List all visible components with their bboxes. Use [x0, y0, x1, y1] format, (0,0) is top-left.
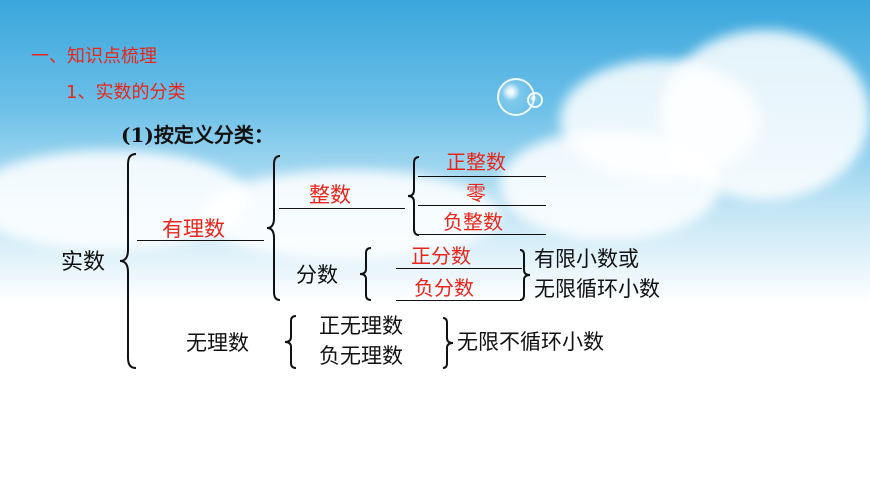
rational-label: 有理数: [162, 217, 225, 241]
real-numbers-label: 实数: [61, 250, 106, 275]
negative-integer: 负整数: [443, 210, 503, 234]
positive-irrational: 正无理数: [319, 314, 403, 338]
positive-fraction-line: [396, 268, 522, 269]
integer-label: 整数: [309, 183, 351, 207]
integer-line: [279, 208, 405, 209]
irrational-label: 无理数: [186, 331, 249, 355]
positive-fraction: 正分数: [411, 244, 471, 268]
heading: 一、知识点梳理: [31, 46, 157, 67]
positive-integer-line: [418, 176, 546, 177]
negative-fraction-line: [396, 300, 522, 301]
negative-irrational: 负无理数: [319, 344, 403, 368]
negative-fraction: 负分数: [414, 276, 474, 300]
brace-irrational: [284, 315, 297, 369]
bubble-icon: [527, 92, 543, 108]
finite-decimal-line2: 无限循环小数: [534, 277, 660, 301]
brace-integer: [407, 156, 420, 236]
subheading: 1、实数的分类: [66, 82, 186, 103]
brace-real: [119, 153, 137, 369]
brace-fraction: [359, 247, 372, 301]
brace-nonrepeating: [442, 317, 454, 369]
positive-integer: 正整数: [446, 150, 506, 174]
brace-rational: [266, 155, 281, 301]
cloud: [500, 130, 720, 240]
finite-decimal-line1: 有限小数或: [534, 247, 639, 271]
zero: 零: [466, 181, 486, 205]
brace-decimal: [519, 249, 531, 301]
fraction-label: 分数: [296, 263, 338, 287]
zero-line: [418, 205, 546, 206]
nonrepeating-decimal: 无限不循环小数: [457, 330, 604, 354]
cloud: [200, 170, 500, 260]
classification-method: (1)按定义分类：: [121, 123, 274, 147]
negative-integer-line: [418, 234, 546, 235]
rational-line: [137, 240, 264, 241]
